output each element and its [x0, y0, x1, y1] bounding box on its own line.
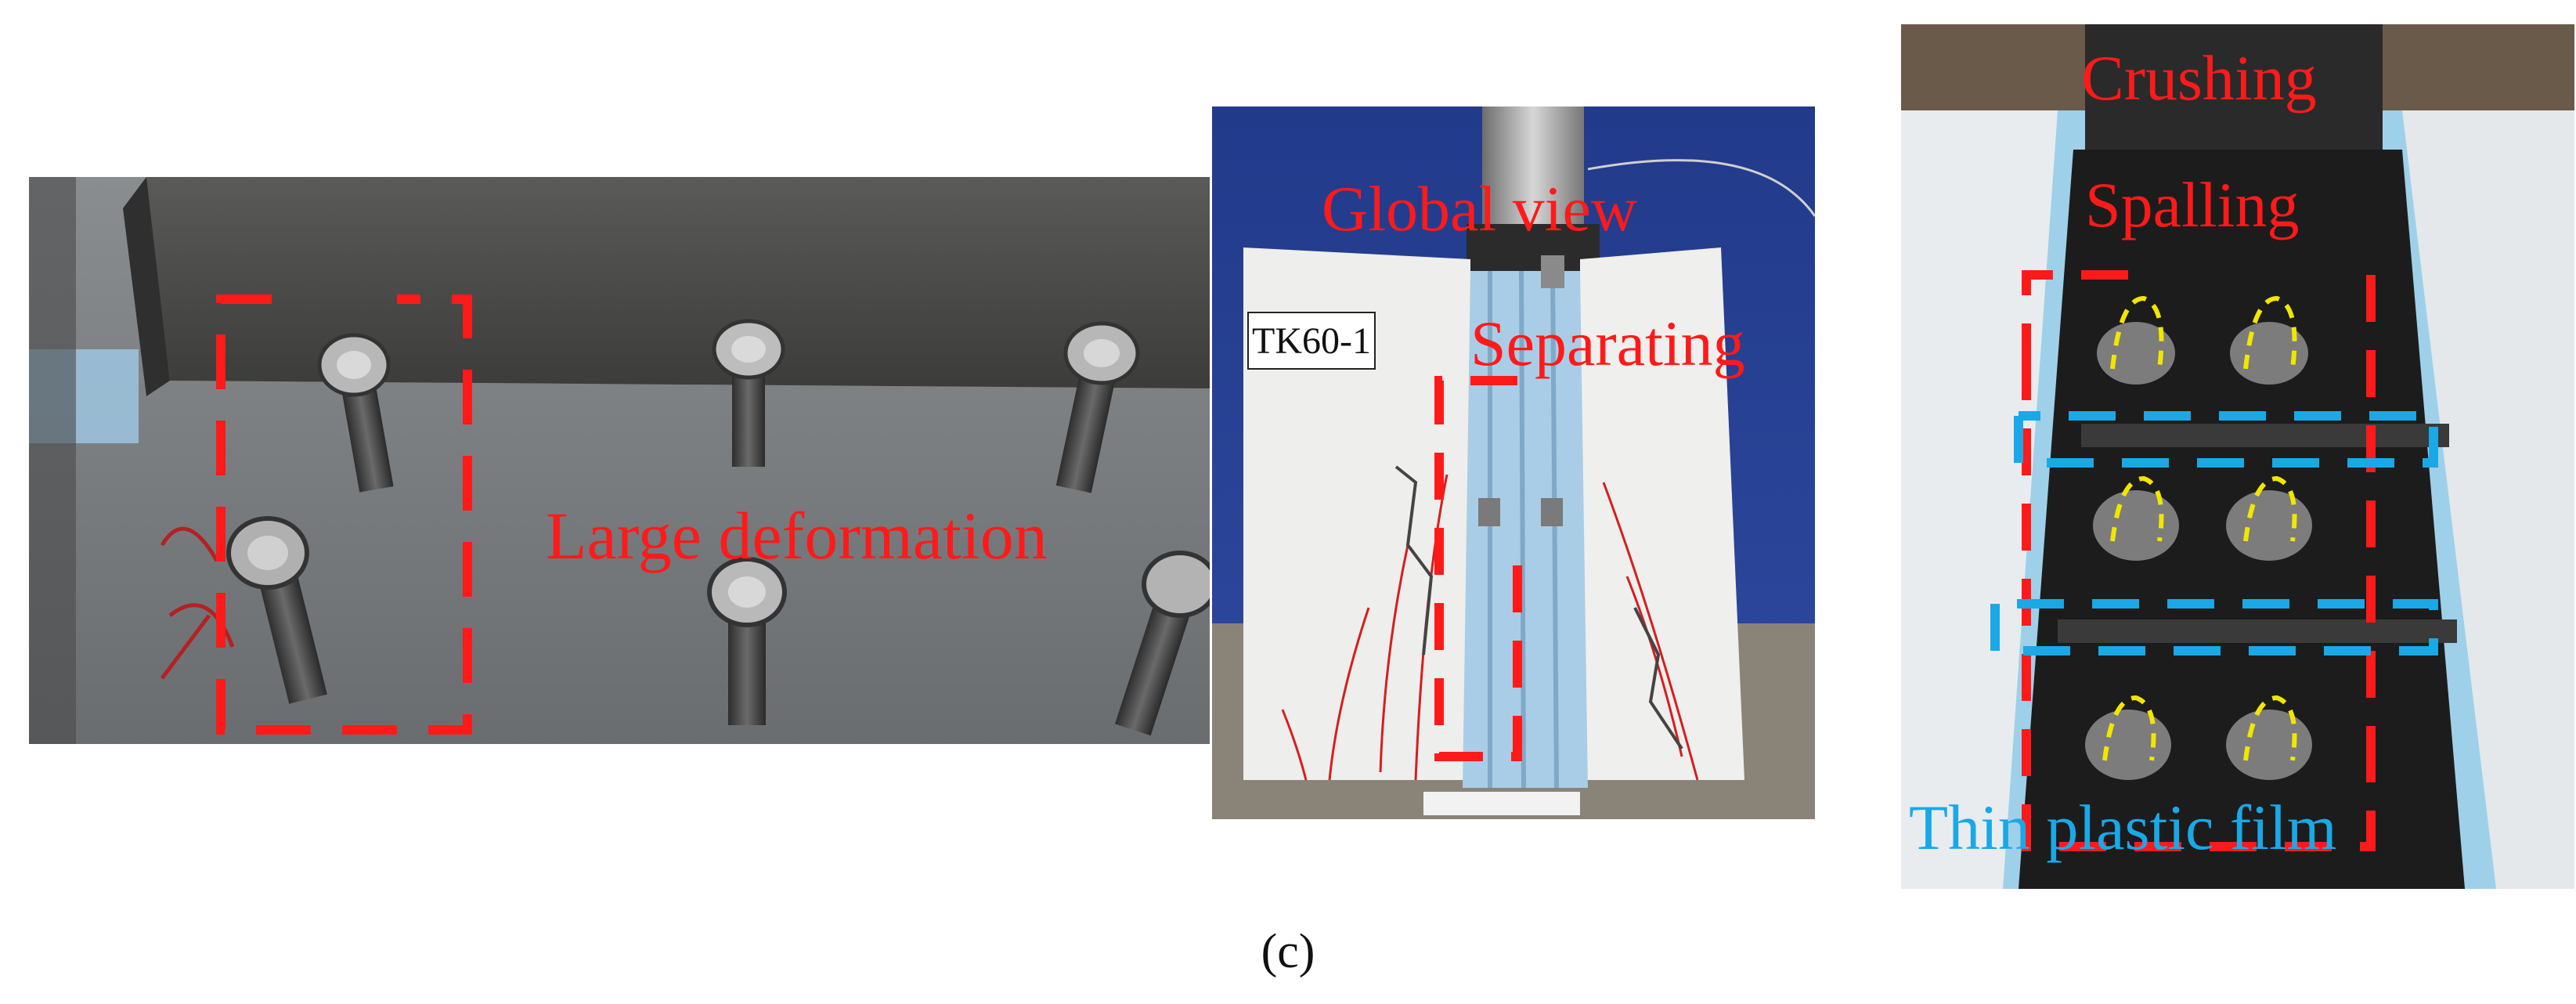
figure-caption: (c) [1261, 925, 1315, 978]
specimen-photo-illustration [1212, 107, 1815, 819]
concrete-block-left [1243, 247, 1470, 780]
specimen-tag: TK60-1 [1247, 312, 1376, 370]
label-global-view: Global view [1322, 173, 1638, 244]
photo-stud-deformation: Large deformation [29, 177, 1210, 744]
yellow-stud-marks [2102, 295, 2297, 761]
stud-6 [1114, 551, 1210, 736]
stud-5 [707, 557, 787, 725]
stud-3 [712, 319, 785, 467]
stud-2 [226, 516, 327, 704]
blue-dashed-box-1 [2014, 411, 2438, 468]
photo-failure-detail: Crushing Spalling Thin plastic film [1901, 24, 2574, 889]
failure-photo-illustration [1901, 24, 2574, 889]
label-separating: Separating [1470, 308, 1745, 379]
stud-1 [317, 333, 394, 493]
stud-photo-illustration [29, 177, 1210, 744]
photo-global-view: TK60-1 Global view Separating [1212, 107, 1815, 819]
white-foam-left [1901, 110, 2081, 889]
white-foam-right [2387, 110, 2574, 889]
concrete-wall [146, 177, 1210, 388]
label-spalling: Spalling [2085, 169, 2300, 240]
concrete-block-right [1580, 247, 1744, 780]
stud-4 [1055, 321, 1140, 493]
label-thin-plastic-film: Thin plastic film [1909, 792, 2337, 863]
loading-head [2085, 24, 2383, 150]
blue-dashed-box-2 [1990, 599, 2438, 655]
label-large-deformation: Large deformation [546, 498, 1048, 573]
red-dashed-box [1434, 376, 1522, 761]
red-dashed-box [216, 294, 472, 735]
label-crushing: Crushing [2081, 42, 2317, 114]
